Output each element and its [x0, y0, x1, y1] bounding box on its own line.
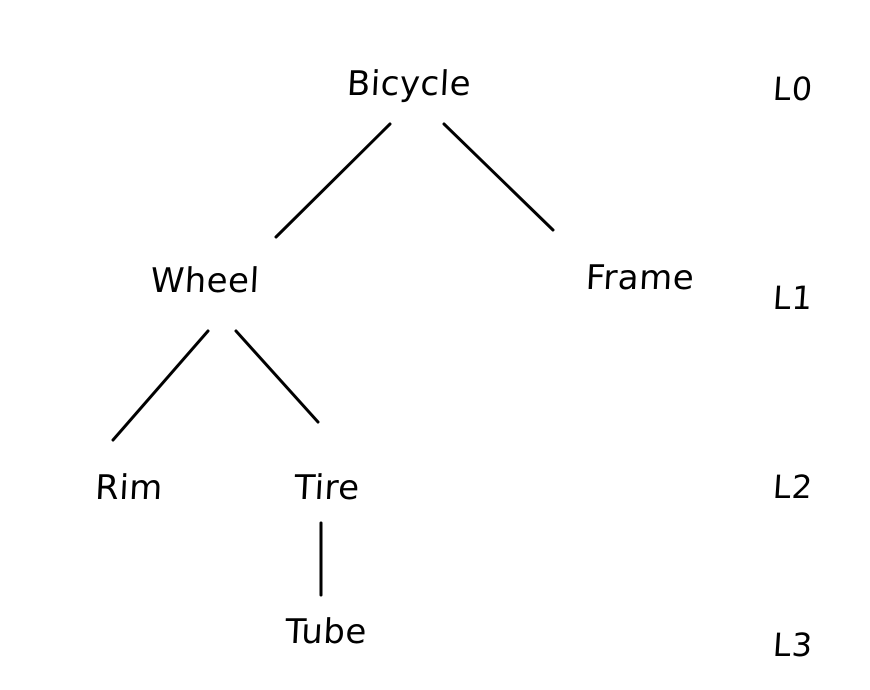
edge-bicycle-to-frame: [442, 122, 555, 232]
node-wheel[interactable]: Wheel: [149, 261, 261, 301]
edge-wheel-to-rim: [111, 329, 210, 442]
node-frame[interactable]: Frame: [584, 258, 696, 298]
level-label-l3: L3: [771, 626, 815, 664]
node-rim[interactable]: Rim: [94, 468, 164, 508]
level-label-l2: L2: [771, 468, 815, 506]
level-label-l1: L1: [771, 279, 815, 317]
node-tire[interactable]: Tire: [293, 468, 361, 508]
edge-bicycle-to-wheel: [274, 122, 392, 239]
level-label-l0: L0: [771, 70, 815, 108]
node-bicycle[interactable]: Bicycle: [345, 64, 473, 104]
edge-wheel-to-tire: [234, 329, 320, 424]
node-tube[interactable]: Tube: [284, 612, 368, 652]
